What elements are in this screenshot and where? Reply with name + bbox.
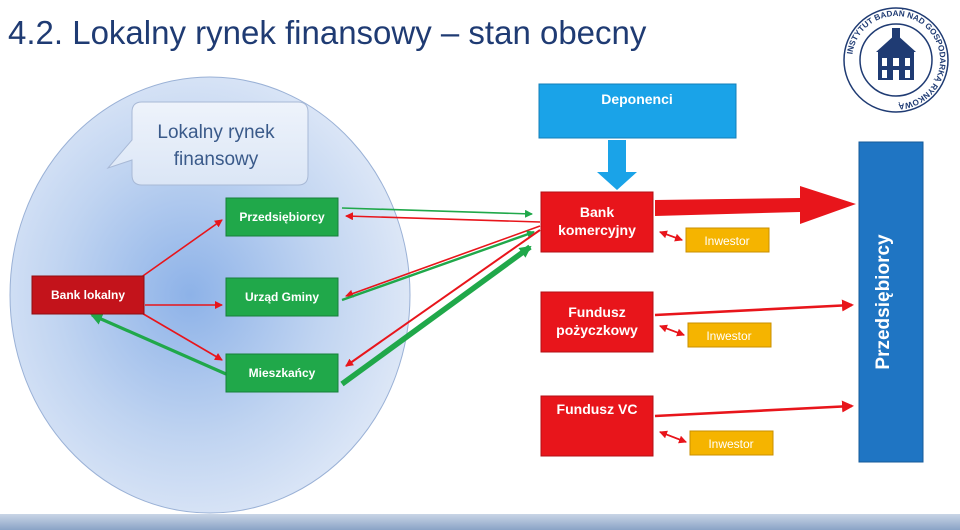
fundusz-pozyczkowy-label-1: Fundusz [568, 304, 626, 320]
bank-komercyjny-label-1: Bank [580, 204, 614, 220]
mieszkancy-label: Mieszkańcy [249, 366, 316, 380]
inwestor-2-label: Inwestor [706, 329, 751, 343]
arrow-investor-1-bank [659, 230, 683, 242]
arrow-mieszkancy-to-bank [90, 313, 227, 376]
urzad-gminy-label: Urząd Gminy [245, 290, 319, 304]
przedsiebiorcy-big-box: Przedsiębiorcy [858, 141, 924, 463]
fundusz-vc-label: Fundusz VC [557, 401, 638, 417]
przedsiebiorcy-small-box: Przedsiębiorcy [225, 197, 339, 237]
arrow-investor-3-vc [659, 430, 687, 444]
arrow-bank-to-przedsiebiorcy [139, 219, 223, 279]
arrow-urzad-to-bank-komercyjny [341, 230, 535, 302]
mieszkancy-box: Mieszkańcy [225, 353, 339, 393]
urzad-gminy-box: Urząd Gminy [225, 277, 339, 317]
arrow-bank-to-mieszkancy [139, 311, 223, 361]
arrow-bank-komercyjny-to-przedsiebiorcy [345, 212, 541, 223]
arrow-fundusz-pozyczkowy-to-przedsiebiorcy [654, 299, 854, 317]
fundusz-vc-box: Fundusz VC [540, 395, 654, 457]
arrow-fundusz-vc-to-przedsiebiorcy [654, 400, 854, 418]
local-market-callout: Lokalny rynek finansowy [106, 101, 309, 186]
przedsiebiorcy-small-label: Przedsiębiorcy [239, 210, 325, 224]
fundusz-pozyczkowy-label-2: pożyczkowy [556, 322, 638, 338]
arrow-bank-komercyjny-to-mieszkancy [345, 229, 541, 367]
inwestor-3-label: Inwestor [708, 437, 753, 451]
deponenci-label: Deponenci [601, 91, 673, 107]
bank-komercyjny-label-2: komercyjny [558, 222, 636, 238]
przedsiebiorcy-big-label: Przedsiębiorcy [873, 234, 894, 370]
inwestor-3-box: Inwestor [689, 430, 774, 456]
logo-building-icon [876, 28, 916, 80]
callout-line-2: finansowy [174, 149, 259, 170]
arrow-investor-2-fundusz [659, 324, 685, 337]
bank-lokalny-label: Bank lokalny [51, 288, 125, 302]
inwestor-1-box: Inwestor [685, 227, 770, 253]
deponenci-box: Deponenci [538, 83, 737, 139]
arrow-mieszkancy-to-bank-komercyjny [340, 244, 532, 387]
fundusz-pozyczkowy-box: Fundusz pożyczkowy [540, 291, 654, 353]
slide-title: 4.2. Lokalny rynek finansowy – stan obec… [8, 14, 647, 51]
bank-komercyjny-box: Bank komercyjny [540, 191, 654, 253]
bottom-decor-bar [0, 514, 960, 530]
callout-line-1: Lokalny rynek [157, 122, 275, 143]
arrow-bank-komercyjny-to-przedsiebiorcy-big [655, 186, 856, 224]
local-market-area [9, 76, 411, 514]
inwestor-2-box: Inwestor [687, 322, 772, 348]
arrow-przedsiebiorcy-to-bank-komercyjny [341, 207, 533, 218]
bank-lokalny-box: Bank lokalny [31, 275, 145, 315]
arrow-deponenci-to-bank [597, 140, 637, 190]
arrow-bank-komercyjny-to-urzad [345, 225, 541, 298]
inwestor-1-label: Inwestor [704, 234, 749, 248]
institute-logo: INSTYTUT BADAŃ NAD GOSPODARKĄ RYNKOWĄ [843, 7, 949, 113]
